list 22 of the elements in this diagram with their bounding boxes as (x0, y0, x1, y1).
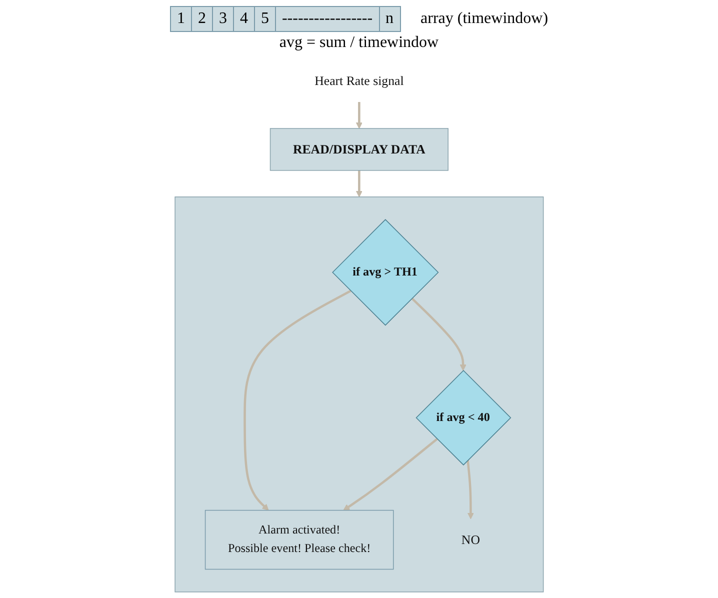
formula-text: avg = sum / timewindow (279, 34, 439, 52)
cluster (174, 196, 544, 592)
arrow (243, 290, 352, 511)
node-diamond: if avg > TH1 (332, 219, 439, 326)
array-cell: ----------------- (276, 7, 380, 31)
array-cell: 3 (212, 7, 234, 31)
array-cell-text: n (384, 9, 395, 29)
arrow (466, 460, 474, 520)
arrow (342, 438, 438, 511)
array-cell: 1 (170, 7, 192, 31)
node-text: NO (461, 532, 480, 547)
arrow (410, 298, 466, 371)
node-text: Heart Rate signal (314, 74, 404, 88)
array-cell: 5 (254, 7, 276, 31)
array-cell: 2 (192, 7, 213, 31)
node-box: READ/DISPLAY DATA (270, 128, 448, 171)
node-box: Alarm activated! Possible event! Please check! (204, 510, 394, 570)
arrow (356, 102, 362, 129)
node-diamond: if avg < 40 (416, 370, 512, 466)
arrow (356, 170, 362, 198)
array-cell: 4 (234, 7, 255, 31)
array-label: array (timewindow) (420, 10, 548, 28)
